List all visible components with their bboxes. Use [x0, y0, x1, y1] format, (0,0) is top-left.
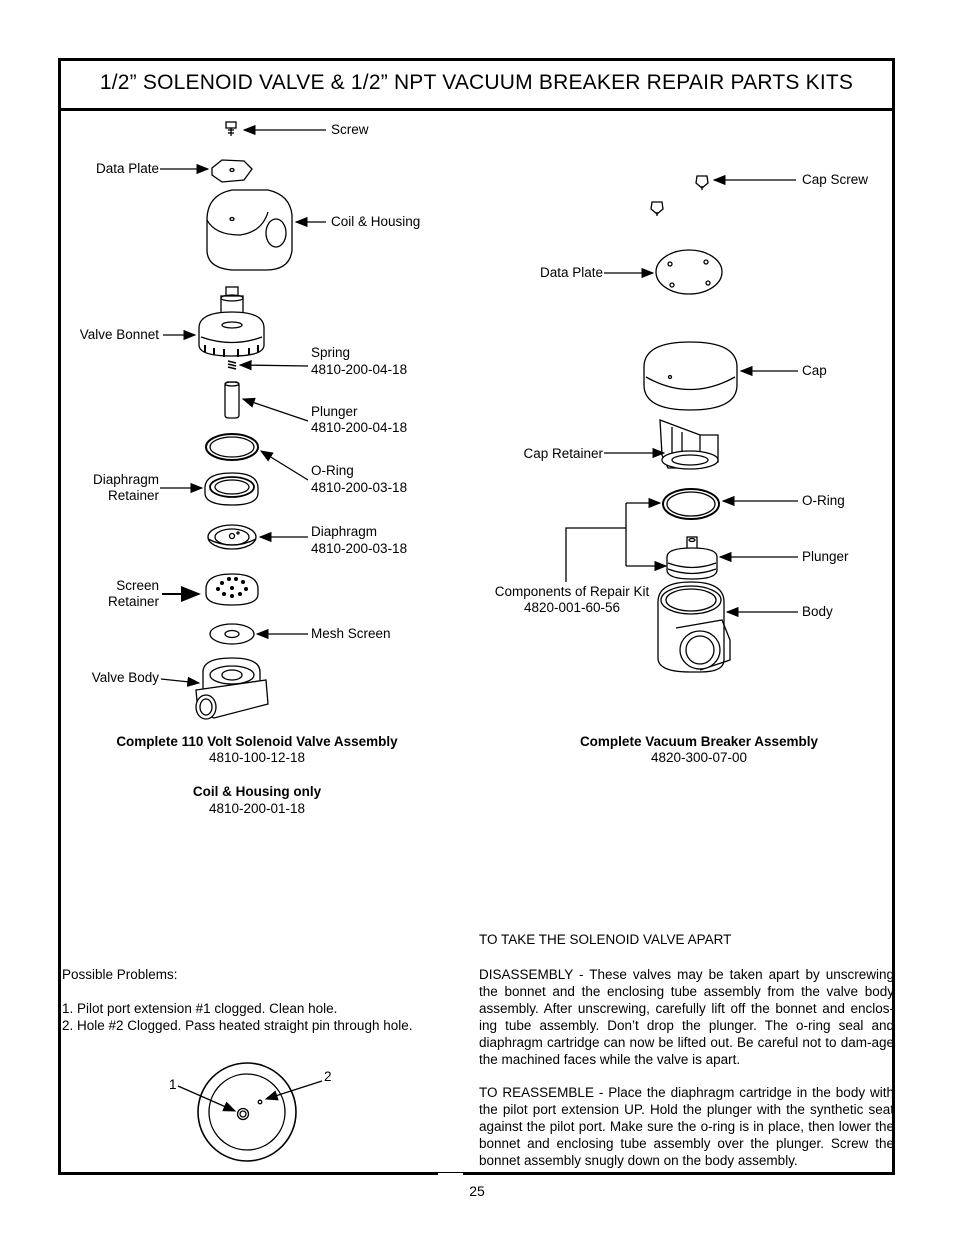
callout-1: 1 — [169, 1077, 177, 1092]
label-screen-retainer-1: Screen — [116, 578, 159, 593]
reassemble-paragraph: TO REASSEMBLE - Place the diaphragm cart… — [479, 1085, 894, 1168]
screw-part — [225, 121, 237, 136]
breaker-assembly-pn: 4820-300-07-00 — [650, 750, 748, 765]
label-diaphragm-pn: 4810-200-03-18 — [311, 541, 408, 556]
label-kit: Components of Repair Kit — [494, 584, 650, 599]
label-oring: O-Ring — [311, 463, 354, 478]
label-body: Body — [802, 604, 833, 619]
label-diaphragm: Diaphragm — [311, 524, 378, 539]
label-screen-retainer-2: Retainer — [107, 594, 159, 609]
solenoid-assembly-title: Complete 110 Volt Solenoid Valve Assembl… — [116, 734, 398, 749]
page-number: 25 — [469, 1183, 485, 1199]
label-oring-pn: 4810-200-03-18 — [311, 480, 408, 495]
label-cap-screw: Cap Screw — [802, 172, 869, 187]
coil-only-title: Coil & Housing only — [192, 784, 322, 799]
label-valve-body: Valve Body — [91, 670, 159, 685]
label-vb-data-plate: Data Plate — [539, 265, 603, 280]
label-spring: Spring — [311, 345, 351, 360]
label-screw: Screw — [331, 122, 369, 137]
label-diaphragm-retainer-1: Diaphragm — [92, 472, 159, 487]
coil-only-pn: 4810-200-01-18 — [208, 801, 306, 816]
label-kit-pn: 4820-001-60-56 — [523, 600, 621, 615]
label-plunger: Plunger — [311, 404, 358, 419]
label-vb-oring: O-Ring — [802, 493, 845, 508]
label-plunger-pn: 4810-200-04-18 — [311, 420, 408, 435]
label-spring-pn: 4810-200-04-18 — [311, 362, 408, 377]
label-data-plate: Data Plate — [95, 161, 159, 176]
problem-item-1: 1. Pilot port extension #1 clogged. Clea… — [62, 1001, 338, 1016]
callout-2: 2 — [324, 1069, 332, 1084]
problem-item-2: 2. Hole #2 Clogged. Pass heated straight… — [62, 1018, 413, 1033]
title-box: 1/2” SOLENOID VALVE & 1/2” NPT VACUUM BR… — [58, 58, 895, 111]
label-coil-housing: Coil & Housing — [331, 214, 421, 229]
solenoid-assembly-pn: 4810-100-12-18 — [208, 750, 306, 765]
label-valve-bonnet: Valve Bonnet — [79, 327, 159, 342]
label-vb-plunger: Plunger — [802, 549, 849, 564]
label-mesh-screen: Mesh Screen — [311, 626, 391, 641]
label-cap: Cap — [802, 363, 827, 378]
label-cap-retainer: Cap Retainer — [523, 446, 603, 461]
instructions-heading: TO TAKE THE SOLENOID VALVE APART — [479, 932, 732, 947]
problems-heading: Possible Problems: — [62, 967, 178, 982]
breaker-assembly-title: Complete Vacuum Breaker Assembly — [579, 734, 819, 749]
page-title: 1/2” SOLENOID VALVE & 1/2” NPT VACUUM BR… — [99, 71, 854, 94]
label-diaphragm-retainer-2: Retainer — [107, 488, 159, 503]
disassembly-paragraph: DISASSEMBLY - These valves may be taken … — [479, 967, 894, 1067]
